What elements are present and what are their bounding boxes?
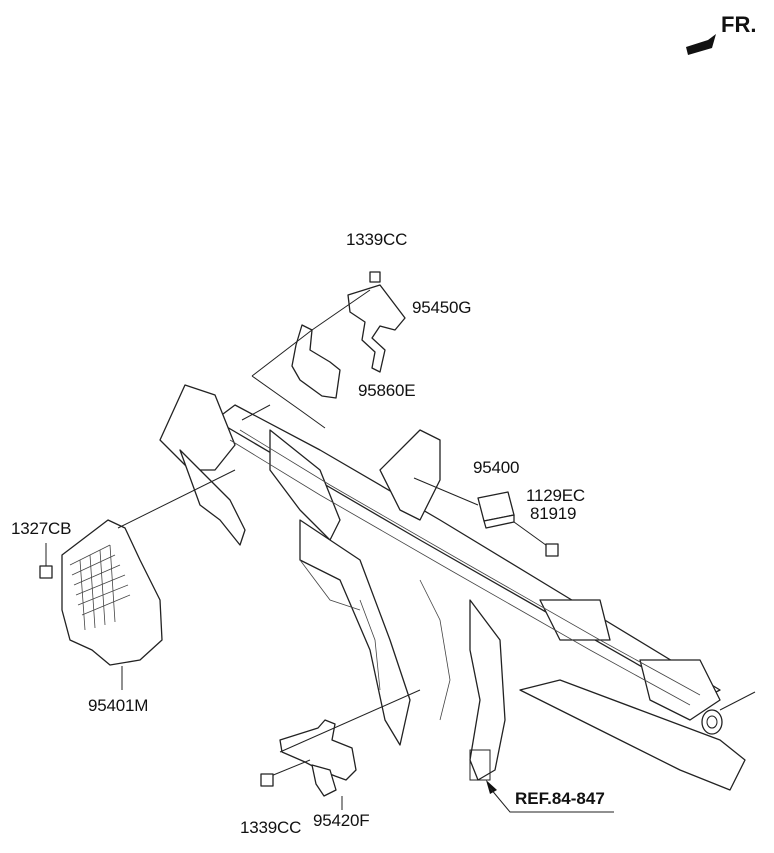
junction-box-95401M	[39, 469, 236, 690]
callout-nut-top: 1339CC	[346, 230, 408, 249]
callout-bracket-mid: 95860E	[358, 381, 416, 400]
front-arrow-icon	[686, 34, 716, 55]
mid-bracket-95860E	[251, 289, 371, 429]
upper-bracket-95450G	[347, 271, 406, 373]
lower-bracket-95420F	[260, 689, 421, 810]
module-95400	[413, 477, 559, 557]
callout-junction-box: 95401M	[88, 696, 149, 715]
reference-label: REF.84-847	[515, 789, 605, 808]
callout-module-right: 95400	[473, 458, 520, 477]
callout-nut-bottom: 1339CC	[240, 818, 302, 837]
callout-screw-a: 1129EC	[526, 486, 585, 505]
cowl-crossbar	[159, 384, 756, 791]
front-direction-label: FR.	[721, 12, 757, 37]
reference-leader	[486, 780, 614, 813]
callout-bracket-lower: 95420F	[313, 811, 370, 830]
callout-nut-left: 1327CB	[11, 519, 72, 538]
callout-screw-b: 81919	[530, 504, 577, 523]
callout-bracket-upper: 95450G	[412, 298, 472, 317]
